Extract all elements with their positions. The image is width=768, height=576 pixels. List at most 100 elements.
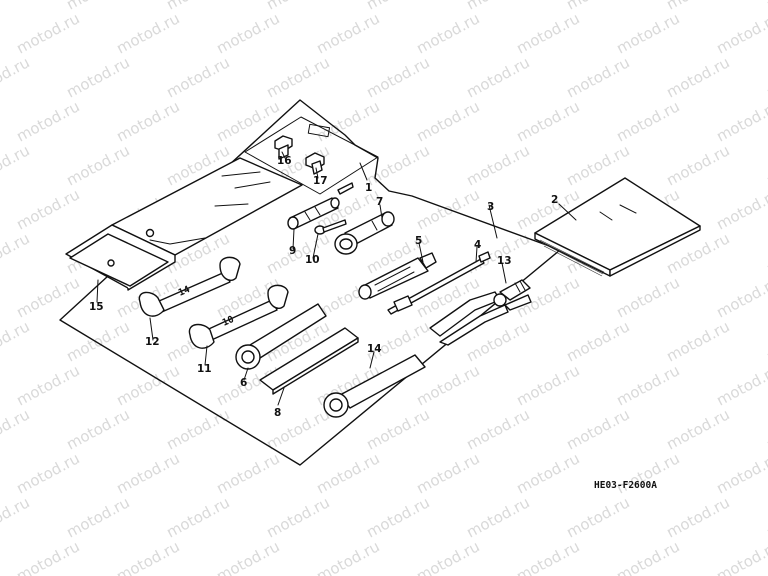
watermark-text: motod.ru (513, 361, 582, 409)
wrench-12: 14 (138, 256, 241, 317)
watermark-text: motod.ru (513, 537, 582, 576)
watermark-text: motod.ru (763, 0, 768, 14)
watermark-text: motod.ru (413, 9, 482, 57)
watermark-text: motod.ru (163, 493, 232, 541)
watermark-text: motod.ru (713, 537, 768, 576)
watermark-text: motod.ru (0, 53, 33, 101)
watermark-text: motod.ru (63, 53, 132, 101)
watermark-text: motod.ru (713, 273, 768, 321)
watermark-text: motod.ru (663, 53, 732, 101)
watermark-text: motod.ru (563, 53, 632, 101)
watermark-text: motod.ru (413, 97, 482, 145)
watermark-text: motod.ru (313, 449, 382, 497)
watermark-text: motod.ru (563, 317, 632, 365)
screwdriver-handle-5 (358, 252, 437, 300)
watermark-text: motod.ru (113, 361, 182, 409)
callout-15: 15 (89, 301, 104, 313)
callout-13: 13 (497, 255, 512, 267)
pliers-13 (429, 279, 532, 346)
callout-labels: 1 2 3 4 5 6 7 8 9 10 11 12 13 14 15 16 1… (89, 155, 558, 419)
callout-8: 8 (274, 407, 281, 419)
watermark-text: motod.ru (363, 493, 432, 541)
watermark-text: motod.ru (663, 141, 732, 189)
watermark-text: motod.ru (0, 405, 33, 453)
wrench-11-stamp: 10 (221, 314, 236, 329)
watermark-text: motod.ru (363, 317, 432, 365)
watermark-text: motod.ru (113, 97, 182, 145)
watermark-text: motod.ru (663, 493, 732, 541)
callout-1: 1 (365, 182, 372, 194)
watermark-text: motod.ru (63, 493, 132, 541)
watermark-text: motod.ru (363, 141, 432, 189)
watermark-text: motod.ru (763, 405, 768, 453)
watermark-text: motod.ru (763, 141, 768, 189)
bolt-16 (274, 135, 293, 160)
watermark-text: motod.ru (463, 141, 532, 189)
watermark-text: motod.ru (513, 97, 582, 145)
callout-6: 6 (240, 377, 247, 389)
watermark-text: motod.ru (613, 361, 682, 409)
watermark-text: motod.ru (713, 361, 768, 409)
watermark-text: motod.ru (263, 493, 332, 541)
watermark-text: motod.ru (413, 537, 482, 576)
watermark-text: motod.ru (713, 449, 768, 497)
watermark-text: motod.ru (113, 9, 182, 57)
tool-bag (65, 157, 303, 291)
bolt-17 (305, 152, 325, 175)
watermark-text: motod.ru (713, 97, 768, 145)
watermark-text: motod.ru (263, 53, 332, 101)
watermark-text: motod.ru (163, 405, 232, 453)
extension-9 (287, 197, 340, 230)
watermark-text: motod.ru (513, 449, 582, 497)
watermark-text: motod.ru (213, 449, 282, 497)
ring-wrench-6 (235, 303, 327, 370)
watermark-text: motod.ru (463, 405, 532, 453)
small-parts-sheet (244, 116, 379, 195)
watermark-text: motod.ru (213, 97, 282, 145)
callout-3: 3 (487, 201, 494, 213)
watermark-text: motod.ru (613, 273, 682, 321)
wrench-12-stamp: 14 (177, 284, 192, 299)
watermark-text: motod.ru (63, 141, 132, 189)
callout-16: 16 (277, 155, 292, 167)
watermark-text: motod.ru (313, 537, 382, 576)
watermark-text: motod.ru (13, 185, 82, 233)
watermark-text: motod.ru (0, 229, 33, 277)
watermark-text: motod.ru (13, 449, 82, 497)
callout-11: 11 (197, 363, 212, 375)
watermark-text: motod.ru (763, 229, 768, 277)
watermark-text: motod.ru (0, 141, 33, 189)
callout-2: 2 (551, 194, 558, 206)
callout-17: 17 (313, 175, 328, 187)
watermark-text: motod.ru (13, 9, 82, 57)
watermark-text: motod.ru (663, 405, 732, 453)
wrench-11: 10 (188, 284, 289, 349)
watermark-text: motod.ru (0, 0, 33, 14)
small-label (307, 123, 331, 138)
watermark-text: motod.ru (463, 493, 532, 541)
watermark-text: motod.ru (13, 537, 82, 576)
watermark-text: motod.ru (13, 361, 82, 409)
callout-leaders (96, 151, 577, 406)
watermark-text: motod.ru (0, 317, 33, 365)
flat-bar-8 (259, 327, 359, 395)
watermark-text: motod.ru (763, 493, 768, 541)
watermark-text: motod.ru (713, 185, 768, 233)
watermark-text: motod.ru (713, 9, 768, 57)
diagram-code: HE03-F2600A (594, 480, 657, 491)
callout-10: 10 (305, 254, 320, 266)
watermark-text: motod.ru (263, 229, 332, 277)
watermark-text: motod.ru (663, 317, 732, 365)
watermark-text: motod.ru (113, 537, 182, 576)
watermark-text: motod.ru (763, 317, 768, 365)
callout-9: 9 (289, 245, 296, 257)
watermark-text: motod.ru (213, 537, 282, 576)
callout-12: 12 (145, 336, 160, 348)
watermark-text: motod.ru (363, 405, 432, 453)
box-spanner-7 (334, 211, 395, 255)
watermark-text: motod.ru (213, 9, 282, 57)
watermark-text: motod.ru (13, 97, 82, 145)
watermark-text: motod.ru (413, 449, 482, 497)
watermark-text: motod.ru (163, 53, 232, 101)
